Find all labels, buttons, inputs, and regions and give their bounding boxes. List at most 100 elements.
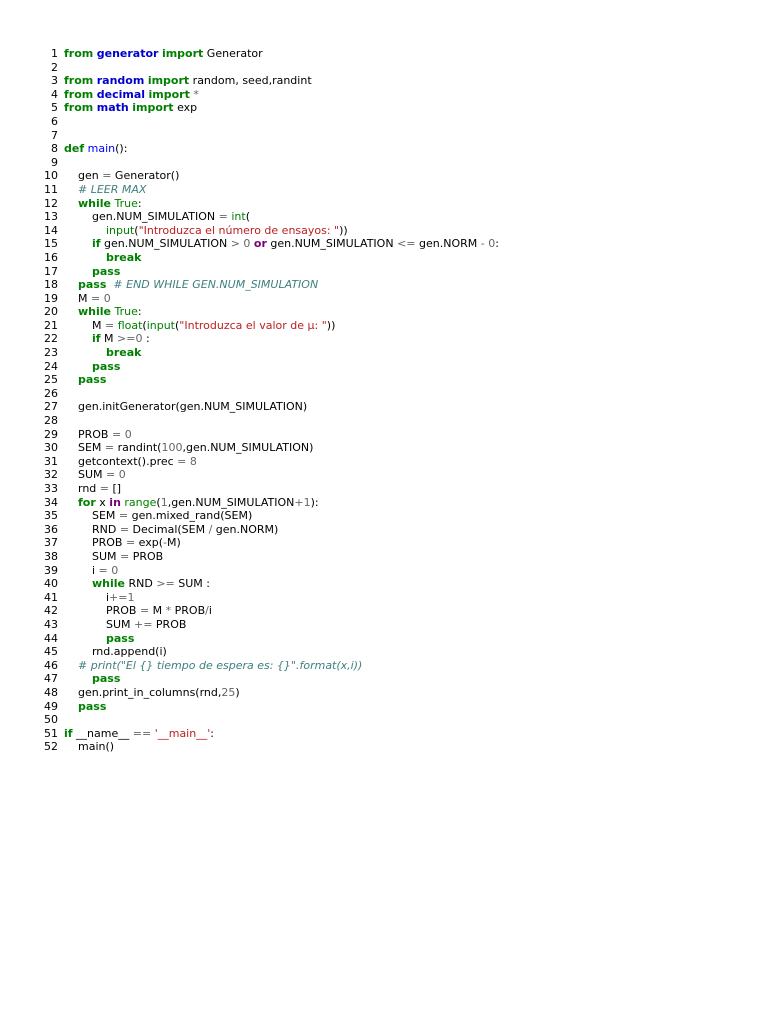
line-number: 22 (44, 332, 58, 346)
code-token: main() (64, 740, 115, 754)
line-number: 2 (51, 60, 58, 74)
line-number: 3 (51, 74, 58, 88)
code-token: = (125, 536, 136, 550)
code-token: += (133, 617, 153, 631)
code-token: 8 (189, 454, 197, 468)
code-token: SUM (64, 617, 134, 631)
code-token: decimal (96, 87, 146, 101)
code-token (64, 346, 106, 359)
line-number: 35 (44, 509, 58, 523)
line-number: 37 (44, 536, 58, 550)
code-token: pass (91, 359, 121, 373)
line-code (58, 387, 64, 401)
code-token: import (148, 87, 190, 101)
code-token: RND (124, 577, 157, 591)
code-token: ,gen.NUM_SIMULATION) (182, 441, 314, 455)
line-code: from random import random, seed,randint (58, 74, 312, 88)
line-code: # LEER MAX (58, 183, 146, 197)
line-code: PROB = 0 (58, 428, 132, 442)
code-token: while (78, 196, 111, 210)
code-line: 7 (36, 129, 756, 143)
code-token: ( (134, 223, 139, 237)
code-token: for (78, 495, 96, 509)
line-number: 25 (44, 373, 58, 387)
line-code: gen.NUM_SIMULATION = int( (58, 210, 250, 224)
line-number: 32 (44, 468, 58, 482)
code-token: '__main__' (154, 726, 211, 740)
code-token: i (64, 563, 99, 577)
code-token: SEM (64, 441, 105, 455)
code-token: 0 (124, 427, 132, 441)
code-token: from (64, 101, 94, 115)
line-number: 11 (44, 182, 58, 196)
code-token: ): (310, 495, 319, 509)
code-token: gen.NUM_SIMULATION (100, 237, 231, 251)
code-line: 38 SUM = PROB (36, 550, 756, 564)
line-number: 17 (44, 264, 58, 278)
code-token: input (105, 223, 135, 237)
code-line: 34 for x in range(1,gen.NUM_SIMULATION+1… (36, 496, 756, 510)
code-token: ( (142, 318, 147, 332)
line-number: 45 (44, 645, 58, 659)
line-code: if M >=0 : (58, 332, 150, 346)
code-token (64, 632, 106, 645)
line-code (58, 129, 64, 143)
code-token: rnd (64, 482, 100, 495)
line-number: 38 (44, 549, 58, 563)
line-code: for x in range(1,gen.NUM_SIMULATION+1): (58, 496, 319, 510)
code-token: <= (397, 237, 416, 251)
line-number: 29 (44, 427, 58, 441)
code-token: += (109, 590, 128, 604)
code-token: int (231, 210, 246, 224)
code-line: 15 if gen.NUM_SIMULATION > 0 or gen.NUM_… (36, 237, 756, 251)
code-line: 52 main() (36, 740, 756, 754)
code-token: = (104, 441, 115, 455)
code-token: - (480, 237, 485, 251)
line-number: 39 (44, 563, 58, 577)
code-token: # END WHILE GEN.NUM_SIMULATION (113, 278, 319, 292)
code-token: PROB (129, 549, 164, 563)
line-number: 47 (44, 672, 58, 686)
code-token (64, 700, 78, 713)
code-token: gen.NORM) (212, 522, 279, 536)
line-code: gen.print_in_columns(rnd,25) (58, 686, 240, 700)
line-number: 26 (44, 386, 58, 400)
line-code: M = float(input("Introduzca el valor de … (58, 319, 335, 333)
code-token: 0 (111, 563, 119, 577)
code-token: 25 (221, 685, 236, 699)
code-token: 1 (160, 495, 168, 509)
code-token: __name__ (72, 726, 133, 740)
line-number: 41 (44, 590, 58, 604)
code-token: def (64, 142, 85, 156)
line-number: 48 (44, 685, 58, 699)
code-token: / (205, 604, 209, 618)
line-code: SUM = 0 (58, 468, 126, 482)
line-code: main() (58, 740, 114, 754)
code-line: 42 PROB = M * PROB/i (36, 604, 756, 618)
code-token: Decimal(SEM (129, 522, 209, 536)
code-token: 0 (103, 291, 111, 305)
code-token: gen.NUM_SIMULATION (64, 210, 219, 224)
code-token (64, 305, 78, 318)
line-code: input("Introduzca el número de ensayos: … (58, 224, 348, 238)
code-token: = (111, 427, 122, 441)
line-number: 1 (51, 47, 58, 60)
code-token: from (64, 74, 94, 88)
code-token: # LEER MAX (78, 182, 147, 196)
code-token: 1 (127, 590, 135, 604)
code-token: Generator() (111, 169, 180, 183)
code-token: = (102, 169, 112, 183)
code-token: if (91, 332, 101, 346)
code-token (64, 577, 92, 590)
line-number: 46 (44, 658, 58, 672)
code-token (64, 278, 78, 291)
code-token: M (100, 332, 118, 346)
code-token: PROB (64, 536, 126, 550)
code-token (64, 251, 106, 264)
code-line: 41 i+=1 (36, 591, 756, 605)
code-token: while (78, 305, 111, 319)
line-code: pass (58, 373, 106, 387)
code-line: 45 rnd.append(i) (36, 645, 756, 659)
